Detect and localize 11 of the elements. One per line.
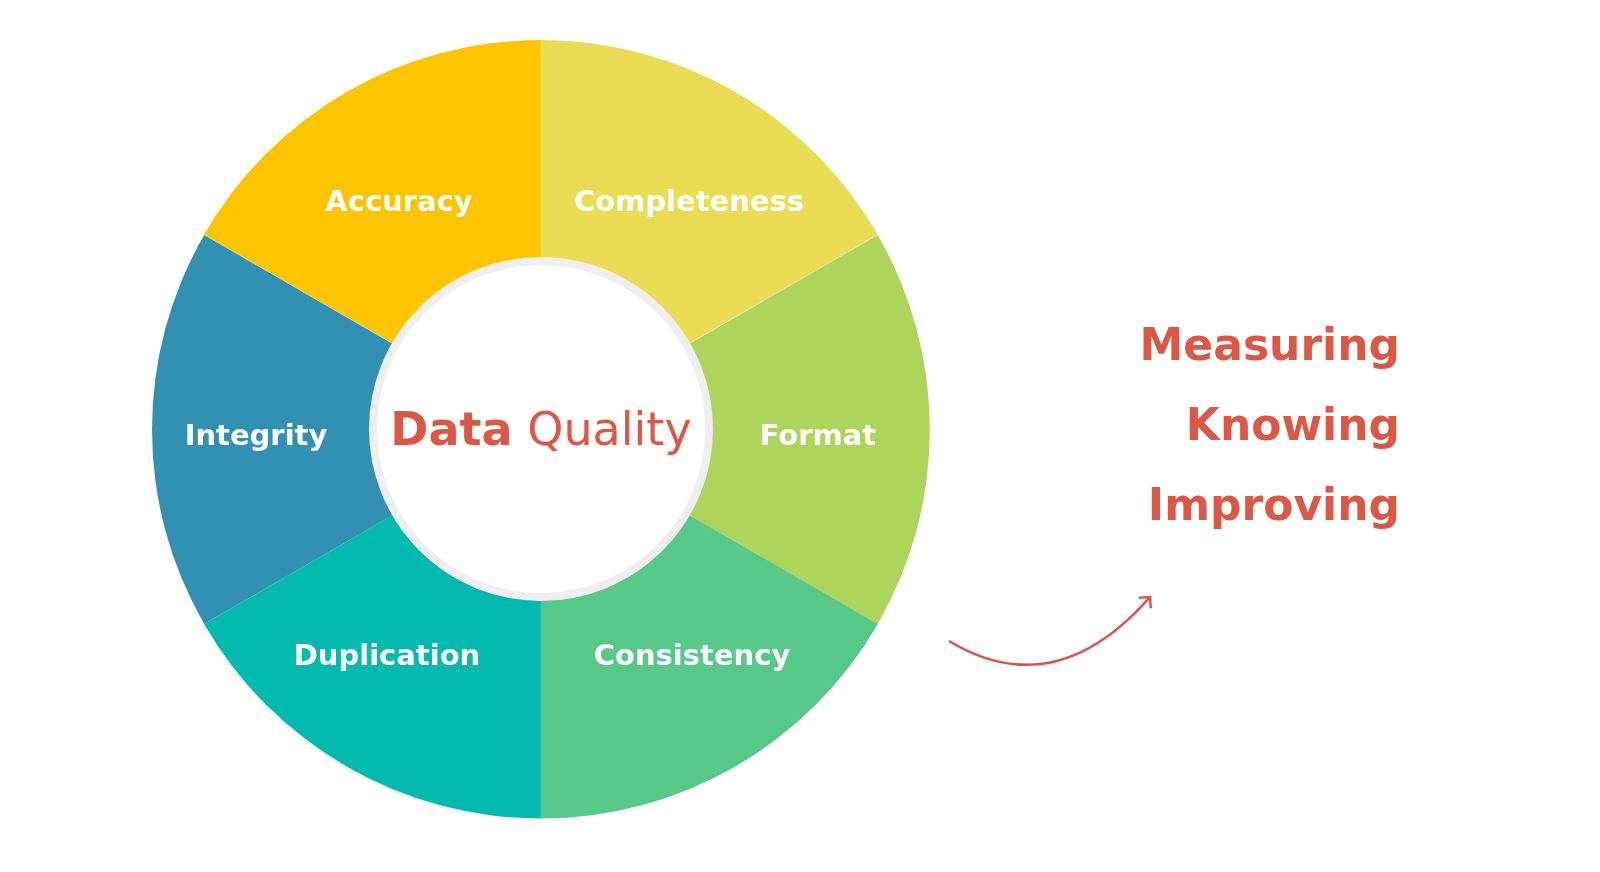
side-heading: Knowing [1185,398,1400,452]
segment-label: Consistency [593,638,791,672]
side-heading: Measuring [1139,318,1400,372]
curved-arrow [948,595,1152,666]
segment-label: Completeness [573,184,805,218]
segment-label: Accuracy [325,184,473,218]
segment-label: Integrity [184,418,328,452]
segment-label: Format [759,418,877,452]
segment-label: Duplication [293,638,481,672]
center-title: Data Quality [390,402,692,456]
side-heading: Improving [1147,478,1400,532]
